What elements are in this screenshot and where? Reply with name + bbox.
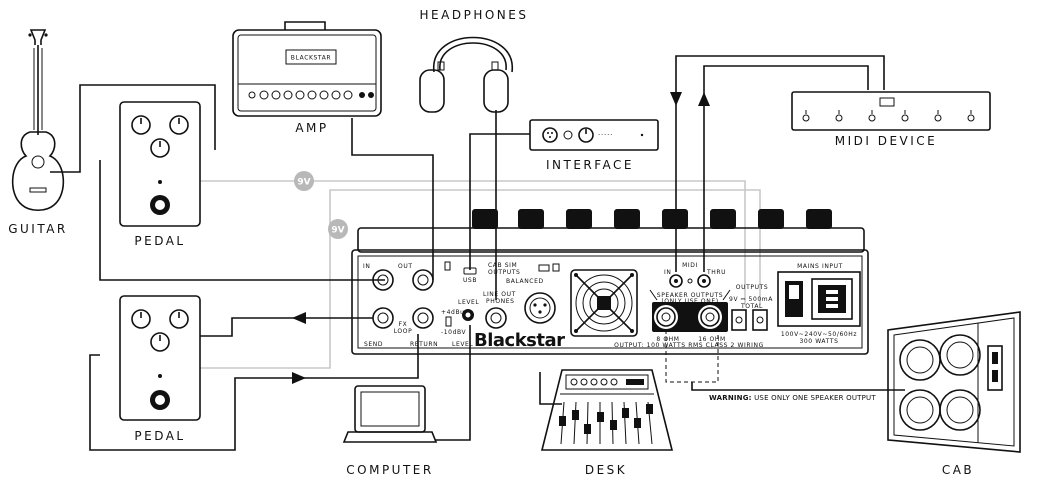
svg-text:TOTAL: TOTAL <box>740 303 763 310</box>
panel-knobs <box>472 209 832 229</box>
signal-cables <box>50 55 905 451</box>
svg-text:LINE OUT: LINE OUT <box>483 291 516 298</box>
svg-text:OUTPUTS: OUTPUTS <box>736 284 768 291</box>
cable-send <box>200 317 373 337</box>
arrow-midi-in <box>670 92 682 106</box>
computer-label: COMPUTER <box>346 463 433 477</box>
cable-amp-out <box>351 118 434 280</box>
svg-text:USB: USB <box>463 277 477 284</box>
power-badge-a: 9V <box>294 171 314 191</box>
cable-interface <box>469 133 530 270</box>
warning-text: WARNING: USE ONLY ONE SPEAKER OUTPUT <box>709 394 876 402</box>
svg-text:RETURN: RETURN <box>410 341 438 348</box>
cab-icon <box>887 311 1021 453</box>
rear-panel: IN OUT FX LOOP SEND RETURN LEVEL +4dBu -… <box>351 209 869 355</box>
svg-text:9V: 9V <box>297 178 310 188</box>
svg-text:300 WATTS: 300 WATTS <box>799 338 838 345</box>
cable-midi-in <box>675 55 885 272</box>
svg-text:8 OHM: 8 OHM <box>656 336 679 343</box>
cab-label: CAB <box>942 463 974 477</box>
cable-desk <box>539 372 562 405</box>
power-badge-b: 9V <box>328 219 348 239</box>
svg-text:PHONES: PHONES <box>486 298 515 305</box>
svg-text:OUT: OUT <box>398 263 413 270</box>
pedal-top <box>119 101 201 227</box>
midi-device-label: MIDI DEVICE <box>835 134 938 148</box>
svg-text:Blackstar: Blackstar <box>474 330 565 351</box>
svg-text:16 OHM: 16 OHM <box>698 336 726 343</box>
svg-text:+4dBu: +4dBu <box>441 309 465 316</box>
svg-text:IN: IN <box>363 263 370 270</box>
svg-text:9V: 9V <box>331 226 344 236</box>
power-cable-top-pedal <box>200 180 746 305</box>
fan-icon <box>570 269 638 337</box>
svg-text:LEVEL: LEVEL <box>458 299 479 306</box>
midi-device <box>791 91 991 131</box>
svg-text:(ONLY USE ONE): (ONLY USE ONE) <box>661 298 718 305</box>
pedal-bottom-label: PEDAL <box>134 429 185 443</box>
guitar-label: GUITAR <box>8 222 68 236</box>
svg-text:SEND: SEND <box>364 341 383 348</box>
svg-text:BALANCED: BALANCED <box>506 278 544 285</box>
amp-head: BLACKSTAR <box>232 21 382 117</box>
cable-computer <box>435 325 471 441</box>
arrow-send <box>292 312 306 324</box>
pedal-bottom <box>119 295 201 421</box>
headphones-label: HEADPHONES <box>420 8 529 22</box>
svg-text:LOOP: LOOP <box>394 328 413 335</box>
cable-guitar-pedal <box>50 84 216 173</box>
amp-label: AMP <box>295 121 328 135</box>
interface-device: ····· <box>529 119 659 151</box>
svg-text:MIDI: MIDI <box>682 262 698 269</box>
guitar-icon <box>11 29 65 212</box>
cable-cab <box>691 382 905 391</box>
svg-text:OUTPUTS: OUTPUTS <box>488 269 520 276</box>
svg-text:9V ⎓ 500mA: 9V ⎓ 500mA <box>729 296 773 303</box>
svg-text:THRU: THRU <box>706 269 726 276</box>
headphones-icon <box>419 36 513 113</box>
svg-text:SPEAKER OUTPUTS: SPEAKER OUTPUTS <box>657 292 723 299</box>
cable-midi-thru <box>703 65 869 272</box>
cable-pedal-in <box>99 160 385 281</box>
svg-text:100V~240V~50/60Hz: 100V~240V~50/60Hz <box>781 331 857 338</box>
cable-return <box>89 334 419 451</box>
svg-text:CAB SIM: CAB SIM <box>488 262 517 269</box>
desk-icon <box>540 369 674 451</box>
svg-text:IN: IN <box>664 269 671 276</box>
svg-text:·····: ····· <box>598 131 613 139</box>
arrow-return <box>292 372 306 384</box>
arrow-midi-thru <box>698 92 710 106</box>
svg-text:FX: FX <box>399 321 408 328</box>
svg-text:LEVEL: LEVEL <box>452 341 473 348</box>
svg-text:OUTPUT: 100 WATTS RMS CLASS 2: OUTPUT: 100 WATTS RMS CLASS 2 WIRING <box>614 342 764 349</box>
svg-text:MAINS INPUT: MAINS INPUT <box>797 263 843 270</box>
amp-brand: BLACKSTAR <box>291 55 331 62</box>
computer-icon <box>342 385 438 443</box>
svg-text:-10dBV: -10dBV <box>441 329 467 336</box>
desk-label: DESK <box>585 463 627 477</box>
interface-label: INTERFACE <box>546 158 634 172</box>
pedal-top-label: PEDAL <box>134 234 185 248</box>
